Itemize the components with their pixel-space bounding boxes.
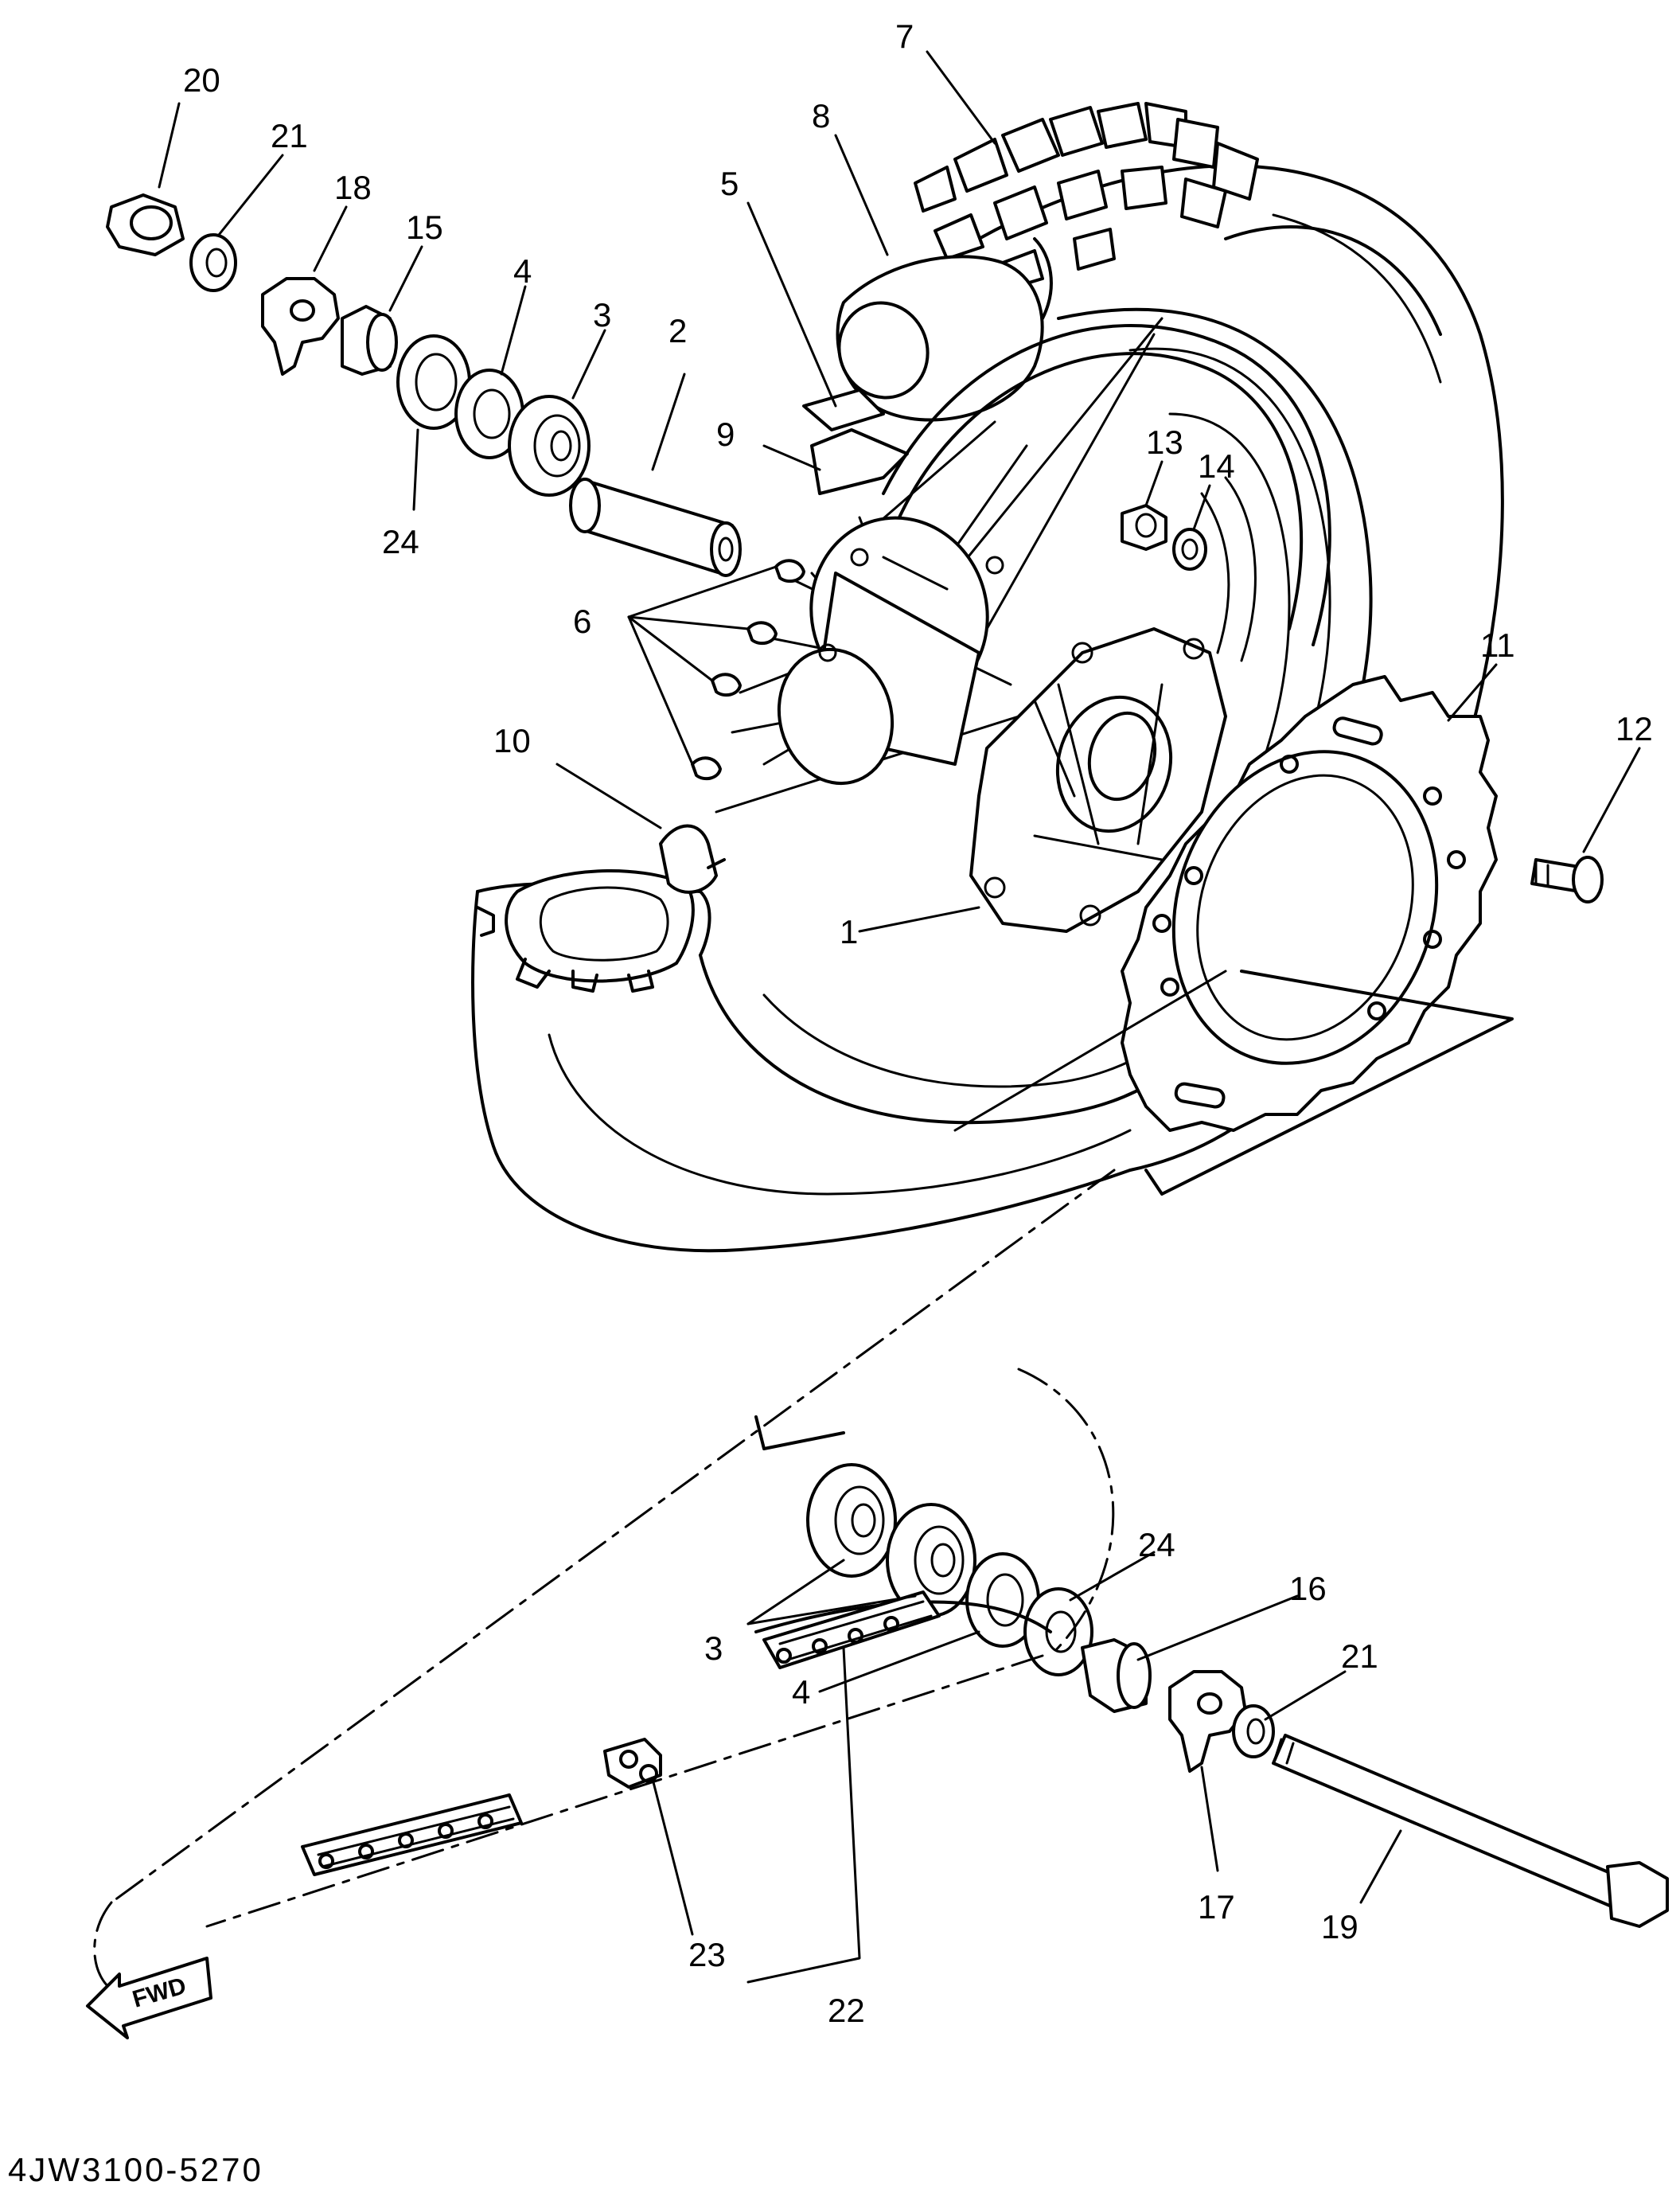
oil-seal-bottom (1023, 1587, 1093, 1676)
chain-puller-bottom (1168, 1670, 1247, 1773)
rim-lock (659, 824, 726, 894)
tube-valve (802, 388, 885, 431)
callout-24-top: 24 (382, 523, 419, 560)
callout-2: 2 (668, 312, 687, 349)
callout-4-top: 4 (513, 252, 532, 290)
collar-16 (1081, 1638, 1152, 1713)
callout-3-top: 3 (593, 296, 611, 334)
callout-labels: 20 21 18 15 4 3 2 24 5 7 8 9 13 14 6 10 … (183, 18, 1653, 2029)
axle-nut (106, 193, 185, 256)
callout-23: 23 (688, 1936, 726, 1973)
callout-24-bottom: 24 (1138, 1526, 1175, 1563)
drive-chain (301, 1590, 1052, 1876)
chain-master-link (603, 1738, 662, 1789)
callout-4-bottom: 4 (792, 1673, 810, 1711)
sprocket-bolt (1530, 856, 1604, 903)
callout-15: 15 (406, 209, 443, 246)
bearing-bottom-1 (806, 1463, 897, 1578)
axle-collar (569, 478, 742, 577)
callout-21-bottom: 21 (1341, 1637, 1378, 1675)
callout-6: 6 (573, 603, 591, 640)
sprocket-nut (1121, 504, 1167, 551)
axle-washer-top (189, 233, 237, 292)
callout-18: 18 (334, 169, 372, 206)
callout-22: 22 (828, 1992, 865, 2029)
callout-11: 11 (1480, 626, 1515, 664)
callout-12: 12 (1616, 710, 1653, 747)
collar-15 (341, 305, 398, 376)
callout-1: 1 (840, 913, 858, 950)
rear-sprocket (1121, 675, 1498, 1132)
callout-14: 14 (1198, 447, 1235, 485)
leader-lines (158, 50, 1641, 1984)
callout-5: 5 (720, 165, 739, 202)
callout-9: 9 (716, 416, 735, 453)
tire (471, 102, 1504, 1253)
callout-10: 10 (493, 722, 531, 759)
axle-washer-bottom (1232, 1704, 1275, 1758)
rim-band (810, 428, 909, 495)
diagram-code: 4JW3100-5270 (8, 2151, 263, 2188)
rim (882, 324, 1331, 662)
callout-13: 13 (1146, 423, 1183, 461)
bearing-bottom-2 (886, 1503, 976, 1618)
tire-tread-knobs (914, 102, 1259, 290)
sprocket-washer (1172, 528, 1207, 571)
callout-8: 8 (812, 97, 830, 135)
callout-7: 7 (895, 18, 914, 55)
callout-3-bottom: 3 (704, 1629, 723, 1667)
wheel-axle (1272, 1734, 1669, 1928)
callout-16: 16 (1289, 1570, 1327, 1607)
forward-arrow: FWD (86, 1957, 212, 2039)
callout-19: 19 (1321, 1908, 1358, 1945)
bearing-top (508, 395, 591, 497)
callout-21-top: 21 (271, 117, 308, 154)
chain-puller-top (261, 277, 340, 376)
callout-17: 17 (1198, 1888, 1235, 1926)
inner-tube (836, 237, 1053, 422)
wheel-hub (777, 516, 1227, 933)
callout-20: 20 (183, 61, 220, 99)
chain-path-lines (93, 970, 1514, 2000)
